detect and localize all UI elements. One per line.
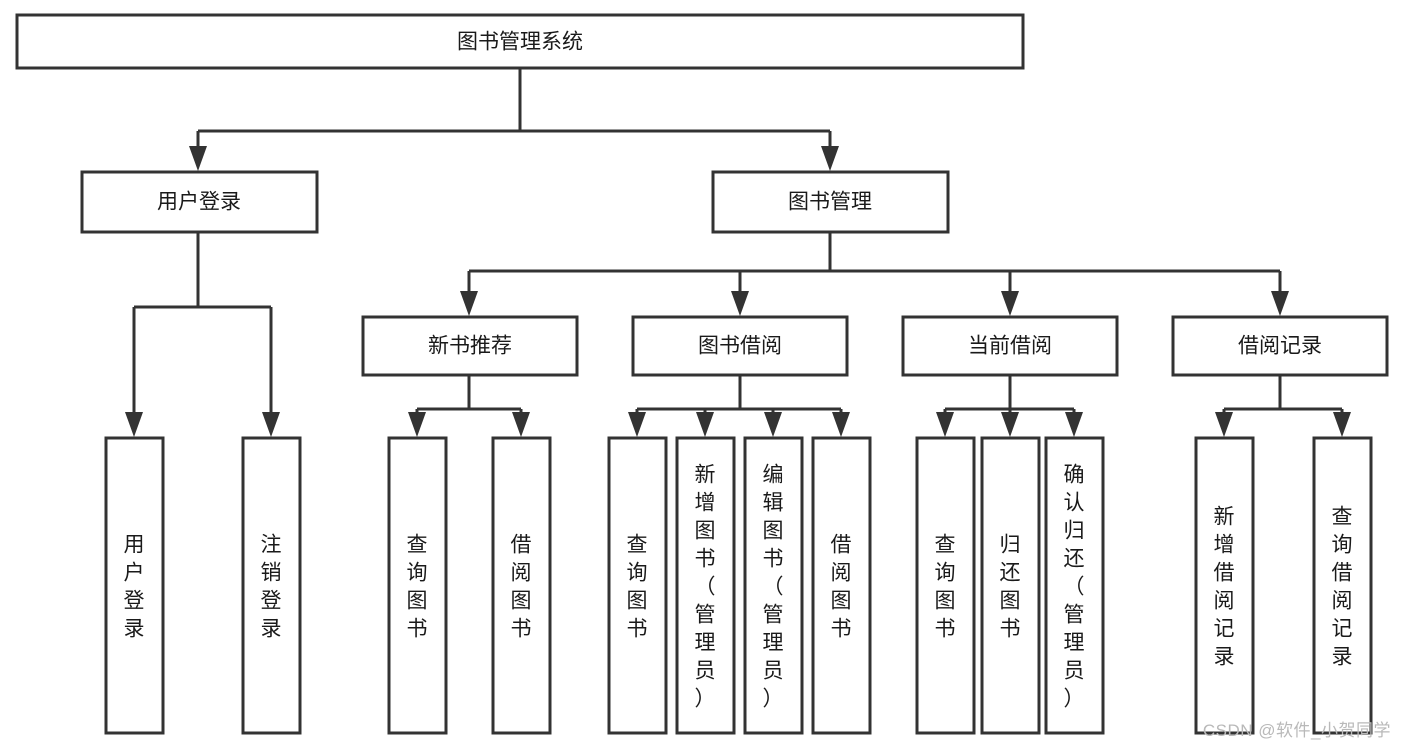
node-leaf-logout-label: 注销登录: [261, 533, 282, 640]
node-leaf-query-book-1-box[interactable]: [387, 436, 448, 735]
connectors-borrow-record-to-leaves: [1215, 375, 1351, 437]
node-user-login-label: 用户登录: [157, 191, 241, 214]
node-book-manage-box[interactable]: [711, 170, 950, 234]
arrow-to-leaf-add-book-icon: [696, 412, 714, 437]
node-leaf-query-record[interactable]: 查询借阅记录: [1312, 436, 1373, 735]
node-leaf-logout[interactable]: 注销登录: [241, 436, 302, 735]
arrow-to-leaf-query-book-2-icon: [628, 412, 646, 437]
node-leaf-borrow-book-1-label: 借阅图书: [511, 533, 532, 640]
connectors-book-manage-to-level3: [460, 232, 1289, 316]
node-leaf-logout-box[interactable]: [241, 436, 302, 735]
node-leaf-add-record[interactable]: 新增借阅记录: [1194, 436, 1255, 735]
node-user-login[interactable]: 用户登录: [80, 170, 319, 234]
connectors-root-to-level2: [189, 68, 839, 171]
connectors-user-login-to-leaves: [125, 232, 280, 437]
node-leaf-query-book-1[interactable]: 查询图书: [387, 436, 448, 735]
arrow-to-leaf-borrow-book-1-icon: [512, 412, 530, 437]
arrow-to-leaf-query-book-3-icon: [936, 412, 954, 437]
arrow-to-leaf-edit-book-icon: [764, 412, 782, 437]
arrow-to-leaf-logout-icon: [262, 412, 280, 437]
node-leaf-borrow-book-1-box[interactable]: [491, 436, 552, 735]
node-leaf-confirm-return[interactable]: 确认归还（管理员）: [1044, 436, 1105, 735]
node-borrow-record-box[interactable]: [1171, 315, 1389, 377]
node-book-borrow-box[interactable]: [631, 315, 849, 377]
connectors-book-borrow-to-leaves: [628, 375, 850, 437]
arrow-to-user-login-icon: [189, 146, 207, 171]
node-root-box[interactable]: [15, 13, 1025, 70]
arrow-to-book-manage-icon: [821, 146, 839, 171]
node-borrow-record-label: 借阅记录: [1238, 335, 1322, 358]
arrow-to-leaf-user-login-icon: [125, 412, 143, 437]
node-current-borrow-box[interactable]: [901, 315, 1119, 377]
node-current-borrow[interactable]: 当前借阅: [901, 315, 1119, 377]
arrow-to-leaf-query-record-icon: [1333, 412, 1351, 437]
csdn-watermark: CSDN @软件_小贺同学: [1202, 721, 1391, 740]
arrow-to-book-borrow-icon: [731, 291, 749, 316]
arrow-to-current-borrow-icon: [1001, 291, 1019, 316]
arrow-to-new-book-rec-icon: [460, 291, 478, 316]
node-user-login-box[interactable]: [80, 170, 319, 234]
node-leaf-return-book[interactable]: 归还图书: [980, 436, 1041, 735]
node-root[interactable]: 图书管理系统: [15, 13, 1025, 70]
node-leaf-user-login[interactable]: 用户登录: [104, 436, 165, 735]
node-book-manage[interactable]: 图书管理: [711, 170, 950, 234]
node-leaf-query-book-2-label: 查询图书: [627, 533, 648, 640]
node-new-book-rec-label: 新书推荐: [428, 335, 512, 358]
node-root-label: 图书管理系统: [457, 31, 583, 54]
node-borrow-record[interactable]: 借阅记录: [1171, 315, 1389, 377]
node-leaf-add-record-box[interactable]: [1194, 436, 1255, 735]
node-leaf-user-login-box[interactable]: [104, 436, 165, 735]
node-leaf-query-book-3[interactable]: 查询图书: [915, 436, 976, 735]
node-leaf-query-book-3-box[interactable]: [915, 436, 976, 735]
node-new-book-rec[interactable]: 新书推荐: [361, 315, 579, 377]
node-leaf-return-book-box[interactable]: [980, 436, 1041, 735]
node-leaf-add-book[interactable]: 新增图书（管理员）: [675, 436, 736, 735]
connectors-new-book-rec-to-leaves: [408, 375, 530, 437]
node-leaf-edit-book-box[interactable]: [743, 436, 804, 735]
node-leaf-add-book-box[interactable]: [675, 436, 736, 735]
node-leaf-add-book-label: 新增图书（管理员）: [695, 463, 716, 710]
node-leaf-return-book-label: 归还图书: [1000, 533, 1021, 640]
arrow-to-leaf-add-record-icon: [1215, 412, 1233, 437]
node-leaf-query-book-1-label: 查询图书: [407, 533, 428, 640]
arrow-to-borrow-record-icon: [1271, 291, 1289, 316]
node-leaf-query-record-box[interactable]: [1312, 436, 1373, 735]
node-leaf-borrow-book-2-label: 借阅图书: [831, 533, 852, 640]
node-leaf-borrow-book-1[interactable]: 借阅图书: [491, 436, 552, 735]
node-leaf-edit-book-label: 编辑图书（管理员）: [763, 463, 784, 710]
node-book-manage-label: 图书管理: [788, 191, 872, 214]
node-leaf-edit-book[interactable]: 编辑图书（管理员）: [743, 436, 804, 735]
node-leaf-query-book-2[interactable]: 查询图书: [607, 436, 668, 735]
node-book-borrow[interactable]: 图书借阅: [631, 315, 849, 377]
node-leaf-query-record-label: 查询借阅记录: [1332, 505, 1353, 668]
node-new-book-rec-box[interactable]: [361, 315, 579, 377]
node-leaf-borrow-book-2[interactable]: 借阅图书: [811, 436, 872, 735]
arrow-to-leaf-confirm-return-icon: [1065, 412, 1083, 437]
connectors-current-borrow-to-leaves: [936, 375, 1083, 437]
arrow-to-leaf-return-book-icon: [1001, 412, 1019, 437]
node-leaf-borrow-book-2-box[interactable]: [811, 436, 872, 735]
node-leaf-add-record-label: 新增借阅记录: [1214, 505, 1235, 668]
node-current-borrow-label: 当前借阅: [968, 335, 1052, 358]
node-leaf-query-book-2-box[interactable]: [607, 436, 668, 735]
node-leaf-confirm-return-box[interactable]: [1044, 436, 1105, 735]
node-book-borrow-label: 图书借阅: [698, 335, 782, 358]
arrow-to-leaf-query-book-1-icon: [408, 412, 426, 437]
node-leaf-query-book-3-label: 查询图书: [935, 533, 956, 640]
node-leaf-user-login-label: 用户登录: [124, 533, 145, 640]
arrow-to-leaf-borrow-book-2-icon: [832, 412, 850, 437]
node-leaf-confirm-return-label: 确认归还（管理员）: [1064, 463, 1085, 710]
